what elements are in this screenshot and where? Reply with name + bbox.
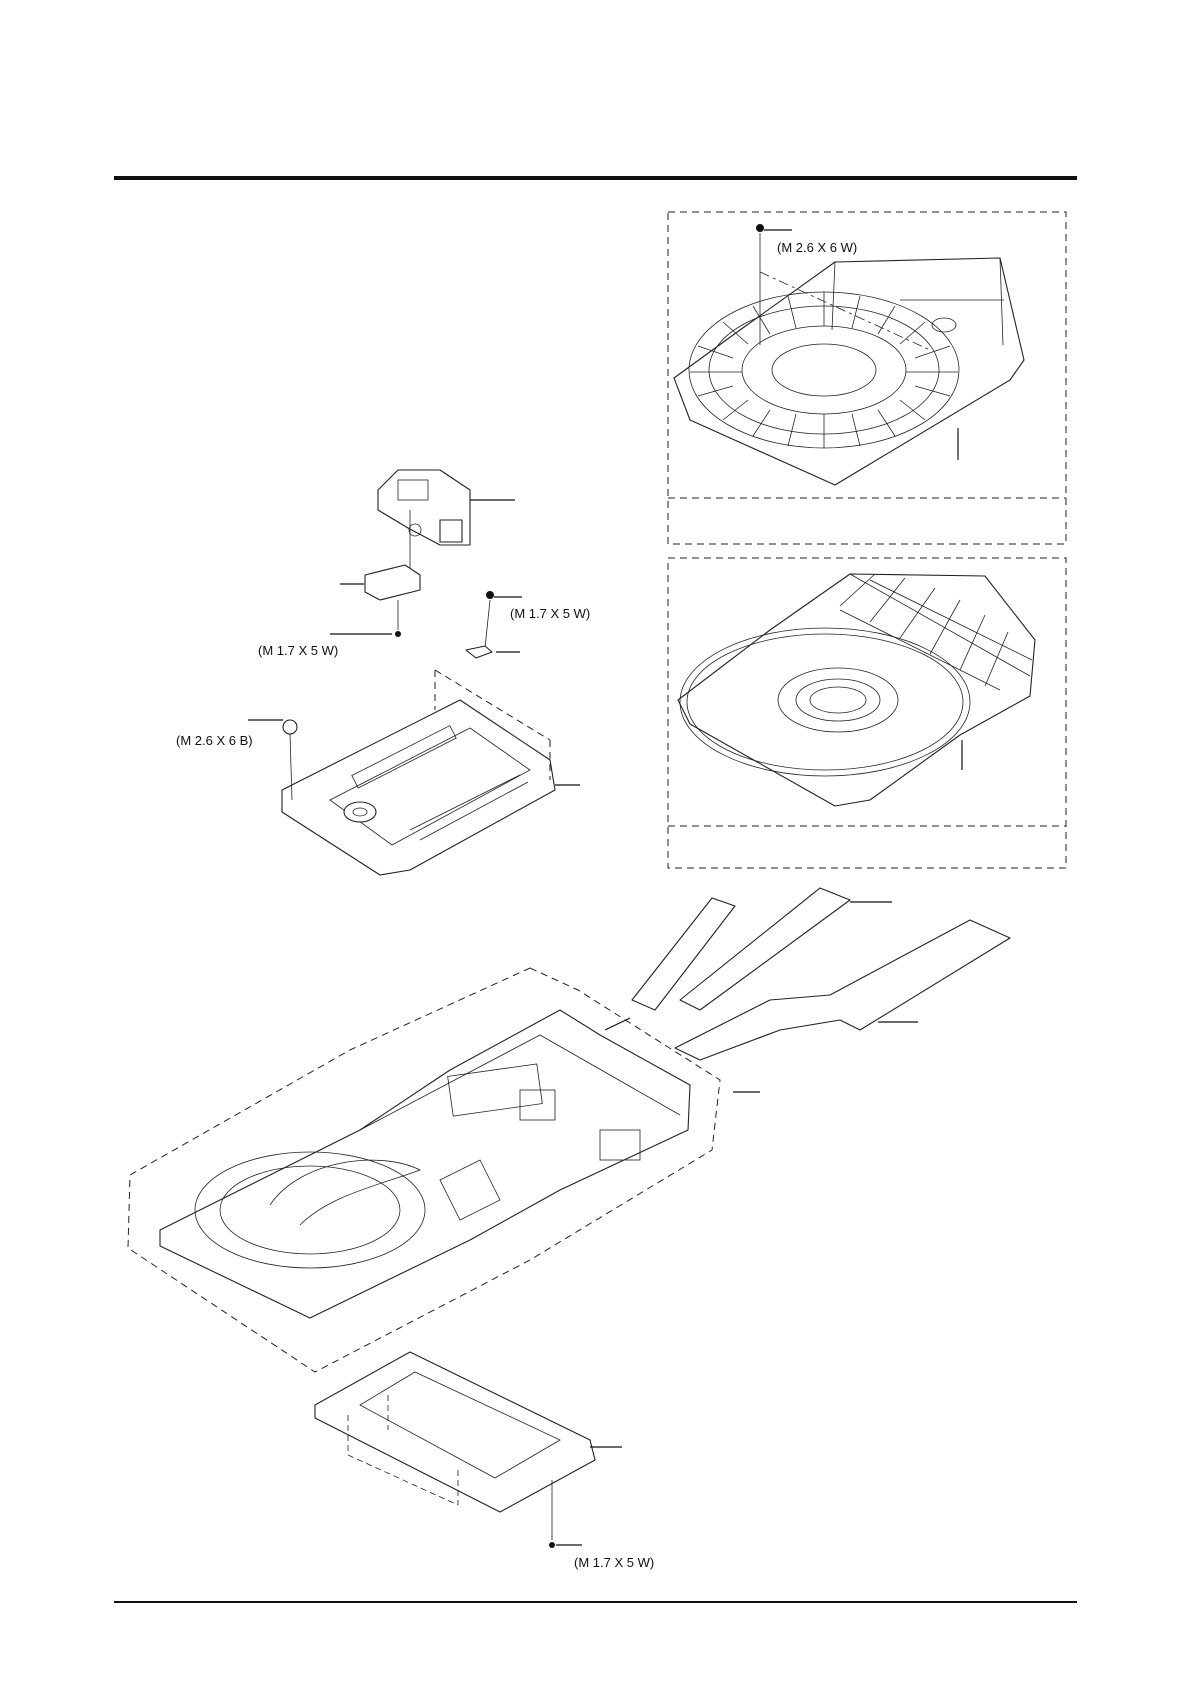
screw-label-tray-top: (M 2.6 X 6 W) [777, 240, 857, 255]
main-mechanism [128, 968, 720, 1372]
flat-cables [605, 888, 1010, 1092]
disc-tray-panel-2 [668, 558, 1066, 868]
pickup-assembly: (M 1.7 X 5 W) [258, 470, 515, 658]
screw-label-pickup-right: (M 1.7 X 5 W) [510, 606, 590, 621]
screw-label-deck: (M 2.6 X 6 B) [176, 733, 253, 748]
screw-label-bottom: (M 1.7 X 5 W) [574, 1555, 654, 1570]
screw-label-pickup-left: (M 1.7 X 5 W) [258, 643, 338, 658]
spring-part: (M 1.7 X 5 W) [466, 591, 590, 658]
bottom-plate: (M 1.7 X 5 W) [315, 1352, 654, 1570]
disc-tray-panel-1: (M 2.6 X 6 W) [668, 212, 1066, 544]
deck-chassis: (M 2.6 X 6 B) [176, 670, 580, 875]
